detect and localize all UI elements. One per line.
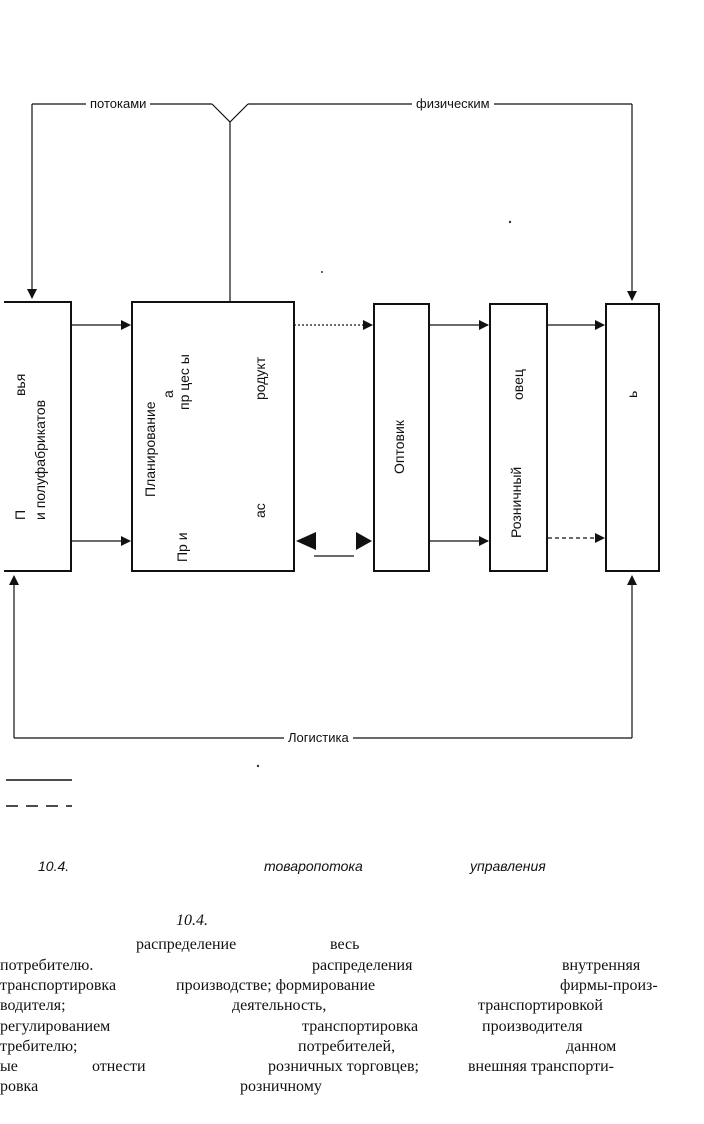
text-line-3b: производстве; формирование (176, 977, 376, 994)
section-heading: 10.4. (176, 912, 208, 929)
text-line-8b: розничному (240, 1078, 322, 1095)
box-raw-materials (4, 301, 72, 572)
text-line-4b: деятельность, (232, 997, 327, 1014)
text-line-7a: ые (0, 1058, 18, 1075)
text-line-3a: транспортировка (0, 977, 117, 994)
box1-line2: и полуфабрикатов (32, 399, 48, 520)
text-line-1b: весь (330, 936, 360, 953)
text-line-2a: потребителю. (0, 957, 94, 974)
box-consumer (605, 303, 660, 572)
text-line-6b: потребителей, (298, 1038, 396, 1055)
label-logistics: Логистика (284, 730, 353, 745)
box4-line2: овец (510, 369, 526, 400)
arrowhead-right-large (356, 532, 372, 550)
caption-word-2: управления (470, 858, 546, 874)
box5-label: ь (624, 390, 640, 398)
text-line-6a: требителю; (0, 1038, 78, 1055)
text-line-5a: регулированием (0, 1018, 111, 1035)
box-wholesaler (373, 303, 430, 572)
box2-line5: родукт (252, 356, 268, 400)
text-line-2b: распределения (312, 957, 413, 974)
top-brace (211, 103, 249, 123)
text-line-3c: фирмы-произ- (560, 977, 658, 994)
text-line-2c: внутренняя (562, 957, 641, 974)
text-line-5b: транспортировка (302, 1018, 419, 1035)
box-retailer (489, 303, 548, 572)
box1-line1: П (12, 509, 28, 520)
box2-line1: Планирование (142, 401, 158, 497)
text-line-1a: распределение (136, 936, 237, 953)
text-line-5c: производителя (482, 1018, 583, 1035)
box2-line3: Пр и (174, 532, 190, 562)
box4-line1: Розничный (508, 466, 524, 538)
text-line-7d: внешняя транспорти- (468, 1058, 615, 1075)
text-line-8a: ровка (0, 1078, 39, 1095)
box2-line6: ас (252, 503, 268, 518)
box2-line2: а (160, 390, 176, 398)
text-line-6c: данном (566, 1038, 617, 1055)
arrowhead-left-large (296, 532, 316, 550)
caption-word-1: товаропотока (264, 858, 363, 874)
box1-line3: вья (12, 373, 28, 396)
label-flows: потоками (86, 96, 151, 111)
figure-number: 10.4. (38, 858, 70, 874)
box3-label: Оптовик (391, 420, 407, 474)
text-line-7b: отнести (92, 1058, 146, 1075)
text-line-7c: розничных торговцев; (268, 1058, 419, 1075)
box-manufacturer (131, 301, 295, 572)
text-line-4a: водителя; (0, 997, 66, 1014)
text-line-4c: транспортировкой (478, 997, 603, 1014)
label-physical: физическим (412, 96, 494, 111)
box2-line4: пр цес ы (176, 354, 192, 410)
